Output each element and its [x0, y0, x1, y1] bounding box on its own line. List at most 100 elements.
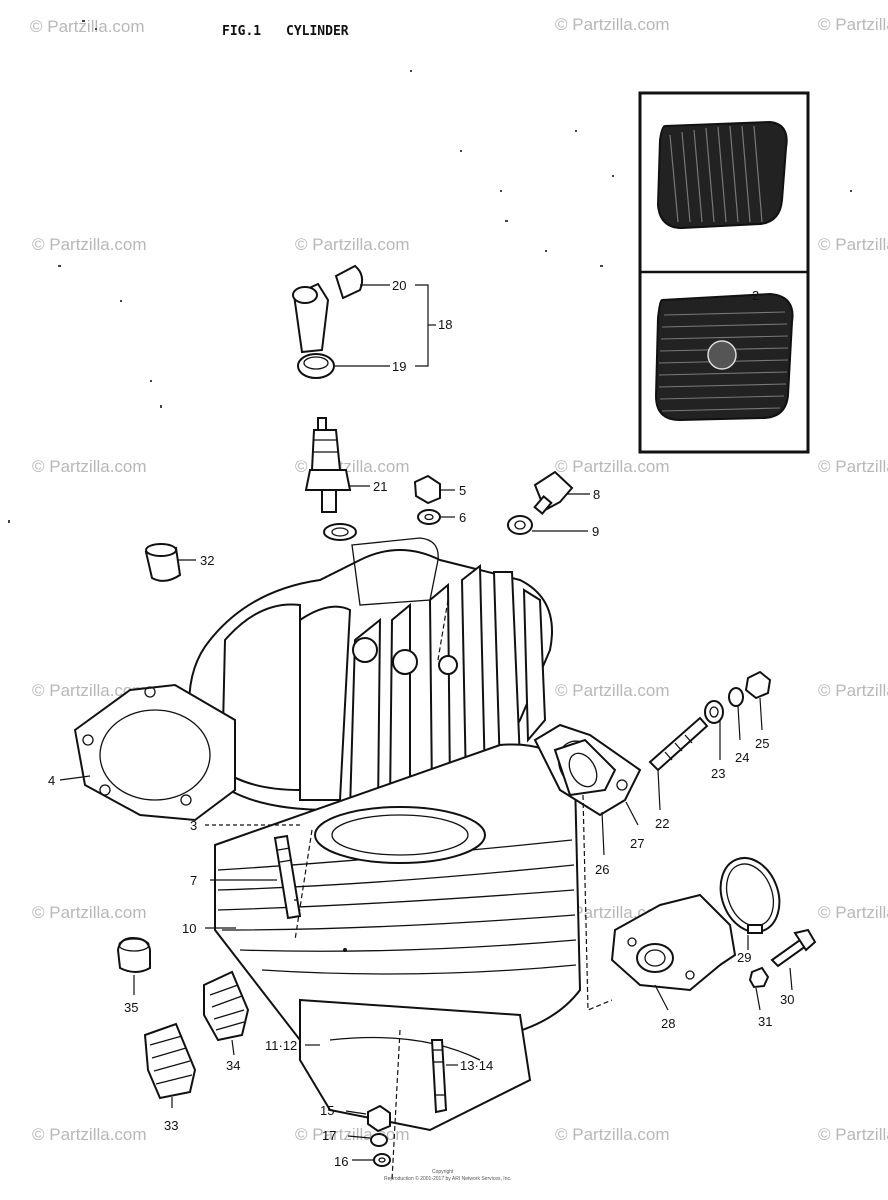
damper-33: [143, 1022, 197, 1100]
watermark: © Partzilla.com: [295, 235, 410, 254]
callout-30: 30: [780, 992, 794, 1007]
head-bolt: [392, 649, 418, 675]
watermark: © Partzilla.com: [555, 681, 670, 700]
callout-10: 10: [182, 921, 196, 936]
intake-gasket-26: [553, 738, 617, 797]
cap-35: [116, 936, 151, 973]
cylinder-bore-inner: [331, 814, 469, 856]
footer-reproduction: Reproduction © 2001-2017 by ARI Network …: [384, 1175, 511, 1182]
cylinder-skirt: [329, 1036, 481, 1061]
callout-5: 5: [459, 483, 466, 498]
callout-28: 28: [661, 1016, 675, 1031]
scan-noise: [8, 20, 852, 523]
gasket-hole: [144, 686, 156, 698]
gasket-9: [507, 515, 533, 535]
footer-copyright: Copyright: [432, 1169, 454, 1175]
head-top-rib: [351, 537, 439, 606]
callout-17: 17: [322, 1128, 336, 1143]
spark-plug-hole: [707, 340, 737, 370]
watermark: © Partzilla.com: [818, 903, 888, 922]
lock-washer-24: [728, 687, 744, 707]
stud-13-14: [430, 1039, 448, 1114]
washer-23: [704, 700, 724, 724]
plug-cap-20: [334, 264, 364, 300]
washer-17: [370, 1133, 388, 1147]
stud-bolt-7: [273, 834, 302, 920]
callout-4: 4: [48, 773, 55, 788]
washer-6-hole: [424, 513, 434, 521]
plug-cap-18: [292, 264, 364, 379]
watermark: © Partzilla.com: [818, 681, 888, 700]
callout-32: 32: [200, 553, 214, 568]
nut-31: [748, 966, 770, 989]
watermark: © Partzilla.com: [555, 15, 670, 34]
callout-7: 7: [190, 873, 197, 888]
callout-16: 16: [334, 1154, 348, 1169]
plug-cap-19: [297, 353, 335, 379]
plug-cap-19-inner: [303, 356, 329, 370]
stud-22: [648, 716, 709, 772]
callout-31: 31: [758, 1014, 772, 1029]
head-gasket-bore: [99, 709, 211, 801]
watermark: © Partzilla.com: [30, 17, 145, 36]
washer-16: [373, 1153, 391, 1167]
head-gasket: [73, 683, 236, 822]
figure-title: CYLINDER: [286, 24, 349, 39]
callout-20: 20: [392, 278, 406, 293]
callout-33: 33: [164, 1118, 178, 1133]
gasket-hole: [82, 734, 94, 746]
watermark: © Partzilla.com: [818, 235, 888, 254]
callout-19: 19: [392, 359, 406, 374]
watermark-layer: © Partzilla.com © Partzilla.com © Partzi…: [30, 15, 888, 1144]
damper-34: [203, 970, 250, 1042]
washer-6: [417, 509, 441, 525]
callout-26: 26: [595, 862, 609, 877]
spark-plug-21: [304, 417, 357, 541]
callout-8: 8: [593, 487, 600, 502]
callout-6: 6: [459, 510, 466, 525]
watermark: © Partzilla.com: [32, 903, 147, 922]
head-bolt: [352, 637, 378, 663]
cylinder-head-inset: 2: [638, 91, 810, 454]
watermark: © Partzilla.com: [555, 1125, 670, 1144]
cylinder-bore-top: [314, 806, 486, 864]
callout-27: 27: [630, 836, 644, 851]
bolt-8: [533, 470, 574, 515]
callout-24: 24: [735, 750, 749, 765]
head-bolt: [438, 655, 458, 675]
callout-29: 29: [737, 950, 751, 965]
watermark: © Partzilla.com: [818, 457, 888, 476]
cylinder-block: [214, 743, 582, 1132]
cylinder-block-fins: [217, 839, 577, 975]
leader-lines: [59, 284, 793, 1181]
callout-3: 3: [190, 818, 197, 833]
watermark: © Partzilla.com: [32, 457, 147, 476]
watermark: © Partzilla.com: [32, 235, 147, 254]
gasket-hole: [99, 784, 111, 796]
cap-32: [144, 543, 182, 582]
nut-25: [744, 670, 772, 700]
callout-11-12: 11·12: [265, 1038, 297, 1053]
watermark: © Partzilla.com: [295, 1125, 410, 1144]
head-fins: [220, 563, 547, 811]
gasket-hole: [180, 794, 192, 806]
callout-21: 21: [373, 479, 387, 494]
callout-numbers: 20 18 19 21 5 6 8 9 32 4 3 7 10 11·12 13…: [48, 278, 794, 1169]
watermark: © Partzilla.com: [32, 1125, 147, 1144]
washer-23-hole: [709, 706, 719, 718]
callout-18: 18: [438, 317, 452, 332]
gasket-9-hole: [514, 520, 526, 530]
head-variant-1-fins: [669, 125, 763, 223]
callout-13-14: 13·14: [460, 1058, 493, 1073]
washer-16-hole: [378, 1157, 386, 1163]
nut-5: [413, 474, 441, 505]
nut-15: [367, 1104, 391, 1133]
callout-25: 25: [755, 736, 769, 751]
cylinder-base-flange: [299, 998, 532, 1132]
figure-label: FIG.1: [222, 24, 261, 39]
watermark: © Partzilla.com: [818, 15, 888, 34]
watermark: © Partzilla.com: [818, 1125, 888, 1144]
callout-22: 22: [655, 816, 669, 831]
callout-2: 2: [752, 288, 759, 303]
